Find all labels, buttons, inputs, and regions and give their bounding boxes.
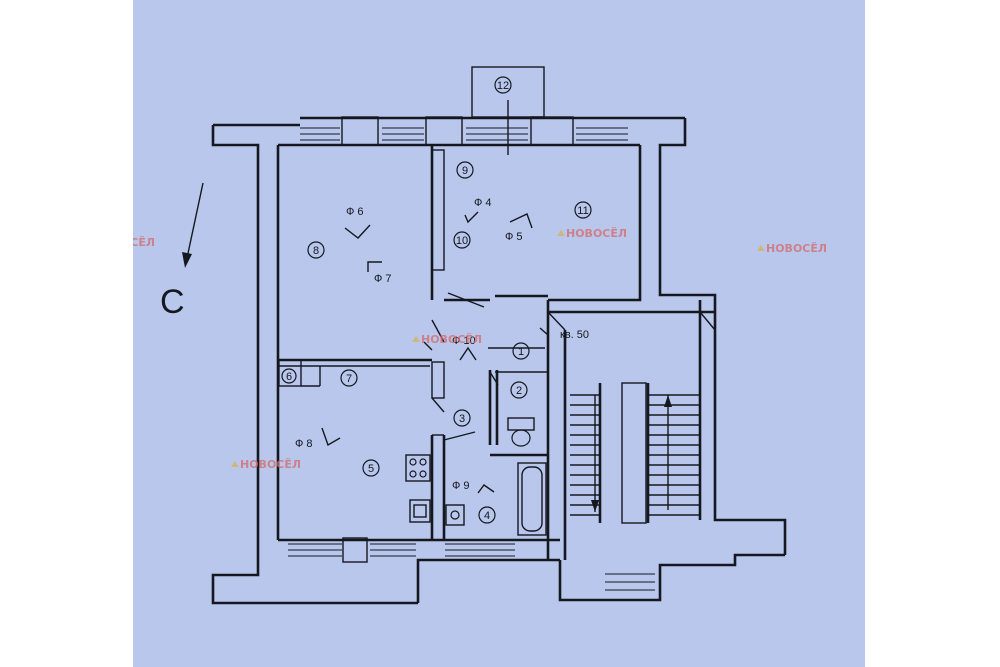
svg-text:1: 1 [518,346,524,358]
svg-text:11: 11 [577,205,588,217]
stove-icon [405,454,431,482]
window-bottom-1 [288,537,416,563]
view-marker-f7 [367,261,382,272]
room-number-1: 1 [512,342,530,360]
washbasin-icon [445,504,465,526]
room-number-6: 6 [281,368,297,384]
house-logo-icon [412,336,420,342]
windows [288,116,655,591]
room-number-2: 2 [510,381,528,399]
view-marker-f9 [477,484,495,494]
window-top-2 [382,116,463,146]
watermark-5: НОВОСЁЛ [231,457,301,471]
floor-plan: 12 9 10 11 8 1 2 3 6 7 5 4 Ф 6 Ф 7 Ф 4 Ф… [133,66,827,605]
svg-text:10: 10 [456,235,468,247]
floor-plan-sheet: 12 9 10 11 8 1 2 3 6 7 5 4 Ф 6 Ф 7 Ф 4 Ф… [133,0,865,667]
svg-text:6: 6 [286,371,292,383]
room-number-4: 4 [478,506,496,524]
north-arrow-icon [186,182,204,259]
svg-text:НОВОСЁЛ: НОВОСЁЛ [240,457,301,471]
room-number-11: 11 [574,201,592,219]
svg-text:НОВОСЁЛ: НОВОСЁЛ [566,226,627,240]
balcony [471,66,545,155]
svg-text:7: 7 [346,373,352,385]
window-stair [605,573,655,591]
bathtub-icon [517,462,547,536]
svg-text:НОВОСЁЛ: НОВОСЁЛ [133,235,155,249]
house-logo-icon [231,461,239,467]
view-label-f6: Ф 6 [346,206,364,218]
watermarks: НОВОСЁЛ НОВОСЁЛ НОВОСЁЛ НОВОСЁЛ НОВОСЁЛ [133,226,827,471]
svg-text:12: 12 [497,80,509,92]
view-marker-f5 [509,213,533,229]
svg-text:9: 9 [462,165,468,177]
window-bottom-2 [445,543,515,557]
svg-text:3: 3 [459,413,465,425]
sink-icon [409,499,431,523]
room-number-3: 3 [453,409,471,427]
view-labels: Ф 6 Ф 7 Ф 4 Ф 5 Ф 8 Ф 9 Ф 10 кв. 50 [295,197,589,492]
view-marker-f8 [321,427,341,447]
view-label-f9: Ф 9 [452,480,470,492]
view-label-f7: Ф 7 [374,273,392,285]
watermark-4: НОВОСЁЛ [412,332,482,346]
view-marker-f10 [459,346,477,361]
svg-text:2: 2 [516,385,522,397]
view-markers [321,211,533,494]
view-marker-f4 [464,211,479,224]
toilet-icon [507,417,535,447]
room-number-12: 12 [494,76,512,94]
view-label-f8: Ф 8 [295,438,313,450]
fixtures [405,417,547,536]
svg-text:НОВОСЁЛ: НОВОСЁЛ [421,332,482,346]
apartment-label: кв. 50 [560,329,589,341]
room-number-8: 8 [307,241,325,259]
interior-walls [278,145,716,540]
window-top-3 [466,116,628,146]
svg-text:8: 8 [313,245,319,257]
compass: С [160,182,204,321]
view-label-f5: Ф 5 [505,231,523,243]
house-logo-icon [557,230,565,236]
watermark-3: НОВОСЁЛ [757,241,827,255]
room-number-9: 9 [456,161,474,179]
view-label-f10: Ф 10 [452,335,476,347]
room-number-5: 5 [362,459,380,477]
room-labels: 12 9 10 11 8 1 2 3 6 7 5 4 [281,76,592,524]
window-top-1 [300,116,379,146]
room-number-10: 10 [453,231,471,249]
svg-text:НОВОСЁЛ: НОВОСЁЛ [766,241,827,255]
svg-text:5: 5 [368,463,374,475]
staircase [570,382,700,524]
view-marker-f6 [344,224,371,239]
view-label-f4: Ф 4 [474,197,492,209]
watermark-1: НОВОСЁЛ [133,235,155,249]
room-number-7: 7 [340,369,358,387]
watermark-2: НОВОСЁЛ [557,226,627,240]
svg-text:4: 4 [484,510,490,522]
house-logo-icon [757,245,765,251]
compass-letter: С [160,283,185,321]
